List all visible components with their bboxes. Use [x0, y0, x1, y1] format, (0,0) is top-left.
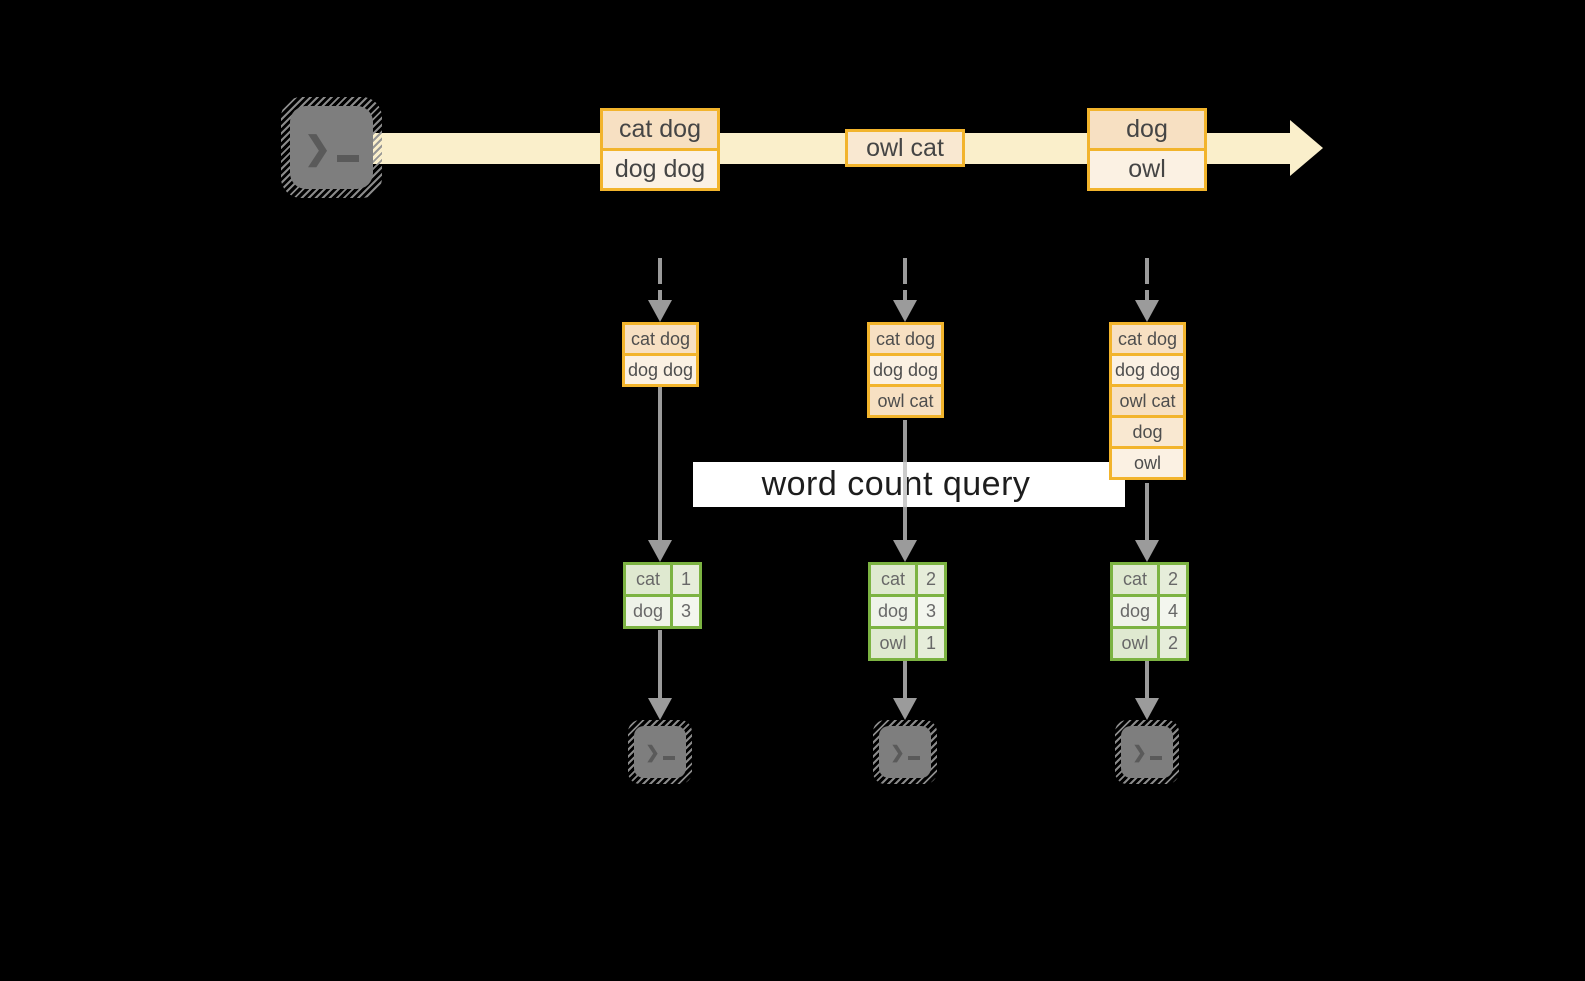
event-line: dog dog	[603, 148, 717, 188]
count-cell: 2	[915, 565, 944, 594]
count-cell: 2	[1157, 629, 1186, 658]
buffer-line: dog	[1112, 415, 1183, 446]
word-cell: cat	[871, 565, 915, 594]
prompt-cursor-icon	[907, 756, 920, 760]
output-arrow-1	[648, 630, 672, 720]
word-cell: owl	[1113, 629, 1157, 658]
prompt-cursor-icon	[662, 756, 675, 760]
prompt-chevron-icon: ❯	[645, 742, 660, 762]
ingest-arrow-3	[1135, 258, 1159, 322]
prompt-chevron-icon: ❯	[304, 129, 331, 166]
count-cell: 4	[1157, 597, 1186, 626]
terminal-prompt-icon: ❯	[290, 106, 373, 189]
buffer-line: owl cat	[1112, 384, 1183, 415]
buffer-line: owl	[1112, 446, 1183, 477]
event-line: cat dog	[603, 111, 717, 148]
output-terminal-icon-2: ❯	[873, 720, 937, 784]
output-arrow-2	[893, 660, 917, 720]
buffer-line: cat dog	[870, 325, 941, 353]
word-cell: dog	[871, 597, 915, 626]
buffer-line: cat dog	[625, 325, 696, 353]
terminal-prompt-icon: ❯	[1121, 726, 1173, 778]
buffer-stack-3: cat dog dog dog owl cat dog owl	[1109, 322, 1186, 480]
buffer-stack-2: cat dog dog dog owl cat	[867, 322, 944, 418]
word-cell: dog	[626, 597, 670, 626]
prompt-chevron-icon: ❯	[890, 742, 905, 762]
count-row: dog 3	[626, 594, 699, 626]
prompt-cursor-icon	[1149, 756, 1162, 760]
source-terminal-icon: ❯	[281, 97, 382, 198]
event-line: owl	[1090, 148, 1204, 188]
count-row: dog 4	[1113, 594, 1186, 626]
stream-arrowhead-icon	[1290, 120, 1323, 176]
count-row: dog 3	[871, 594, 944, 626]
buffer-line: owl cat	[870, 384, 941, 415]
buffer-stack-1: cat dog dog dog	[622, 322, 699, 387]
output-terminal-icon-3: ❯	[1115, 720, 1179, 784]
buffer-line: cat dog	[1112, 325, 1183, 353]
word-cell: cat	[626, 565, 670, 594]
count-cell: 1	[670, 565, 699, 594]
buffer-line: dog dog	[625, 353, 696, 384]
query-arrow-3	[1135, 483, 1159, 562]
count-cell: 2	[1157, 565, 1186, 594]
terminal-prompt-icon: ❯	[879, 726, 931, 778]
query-arrow-overlay	[903, 462, 907, 507]
output-arrow-3	[1135, 660, 1159, 720]
count-cell: 3	[670, 597, 699, 626]
word-cell: owl	[871, 629, 915, 658]
buffer-line: dog dog	[1112, 353, 1183, 384]
prompt-chevron-icon: ❯	[1132, 742, 1147, 762]
query-banner: word count query	[693, 462, 1125, 507]
count-table-2: cat 2 dog 3 owl 1	[868, 562, 947, 661]
stream-event-box-1: cat dog dog dog	[600, 108, 720, 191]
count-row: cat 1	[626, 565, 699, 594]
output-terminal-icon-1: ❯	[628, 720, 692, 784]
count-row: owl 1	[871, 626, 944, 658]
terminal-prompt-icon: ❯	[634, 726, 686, 778]
count-cell: 3	[915, 597, 944, 626]
buffer-line: dog dog	[870, 353, 941, 384]
prompt-cursor-icon	[336, 155, 359, 162]
event-line: dog	[1090, 111, 1204, 148]
query-arrow-1	[648, 387, 672, 562]
count-table-3: cat 2 dog 4 owl 2	[1110, 562, 1189, 661]
ingest-arrow-1	[648, 258, 672, 322]
stream-event-box-3: dog owl	[1087, 108, 1207, 191]
count-row: owl 2	[1113, 626, 1186, 658]
word-cell: dog	[1113, 597, 1157, 626]
event-line: owl cat	[848, 132, 962, 164]
count-row: cat 2	[871, 565, 944, 594]
stream-event-box-2: owl cat	[845, 129, 965, 167]
ingest-arrow-2	[893, 258, 917, 322]
count-row: cat 2	[1113, 565, 1186, 594]
word-cell: cat	[1113, 565, 1157, 594]
count-cell: 1	[915, 629, 944, 658]
count-table-1: cat 1 dog 3	[623, 562, 702, 629]
